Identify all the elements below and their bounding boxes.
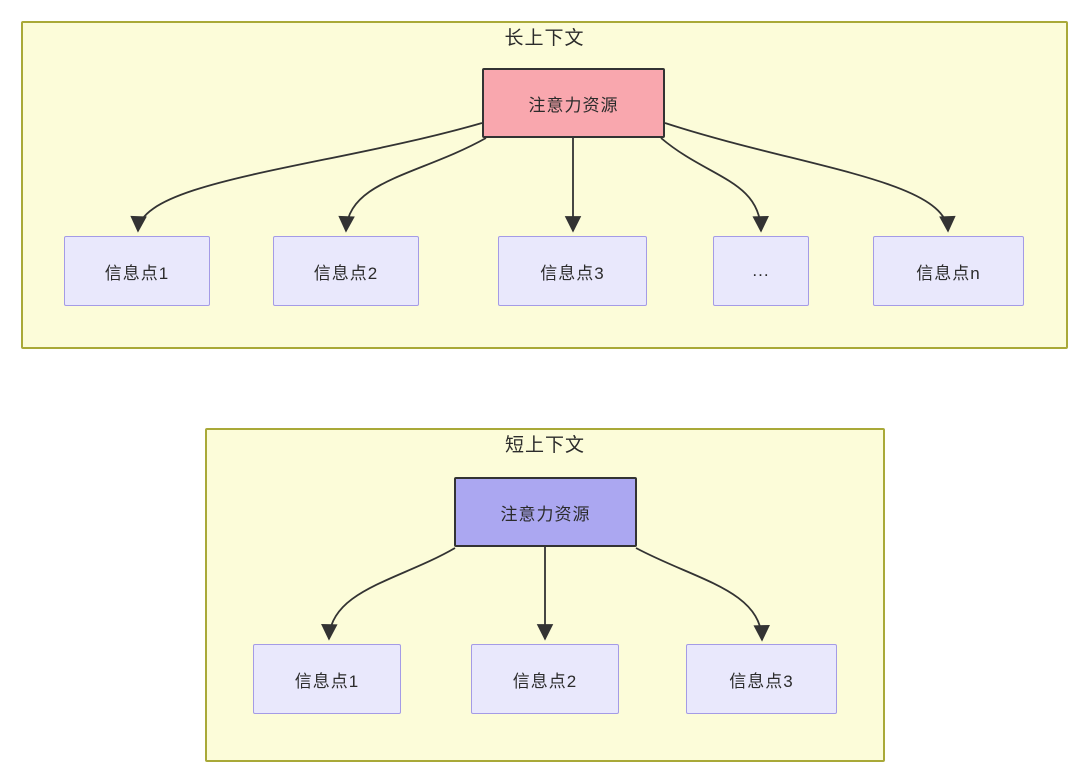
- info-node: 信息点2: [273, 236, 419, 306]
- panel-long-context-title: 长上下文: [504, 28, 585, 49]
- info-node: 信息点n: [873, 236, 1024, 306]
- info-node: 信息点1: [253, 644, 401, 714]
- info-node: 信息点1: [64, 236, 210, 306]
- info-node-ellipsis: ...: [713, 236, 809, 306]
- panel-short-context-title: 短上下文: [504, 435, 585, 456]
- attention-node-short: 注意力资源: [454, 477, 637, 547]
- attention-node-long: 注意力资源: [482, 68, 665, 138]
- info-node: 信息点2: [471, 644, 619, 714]
- info-node: 信息点3: [686, 644, 837, 714]
- info-node: 信息点3: [498, 236, 647, 306]
